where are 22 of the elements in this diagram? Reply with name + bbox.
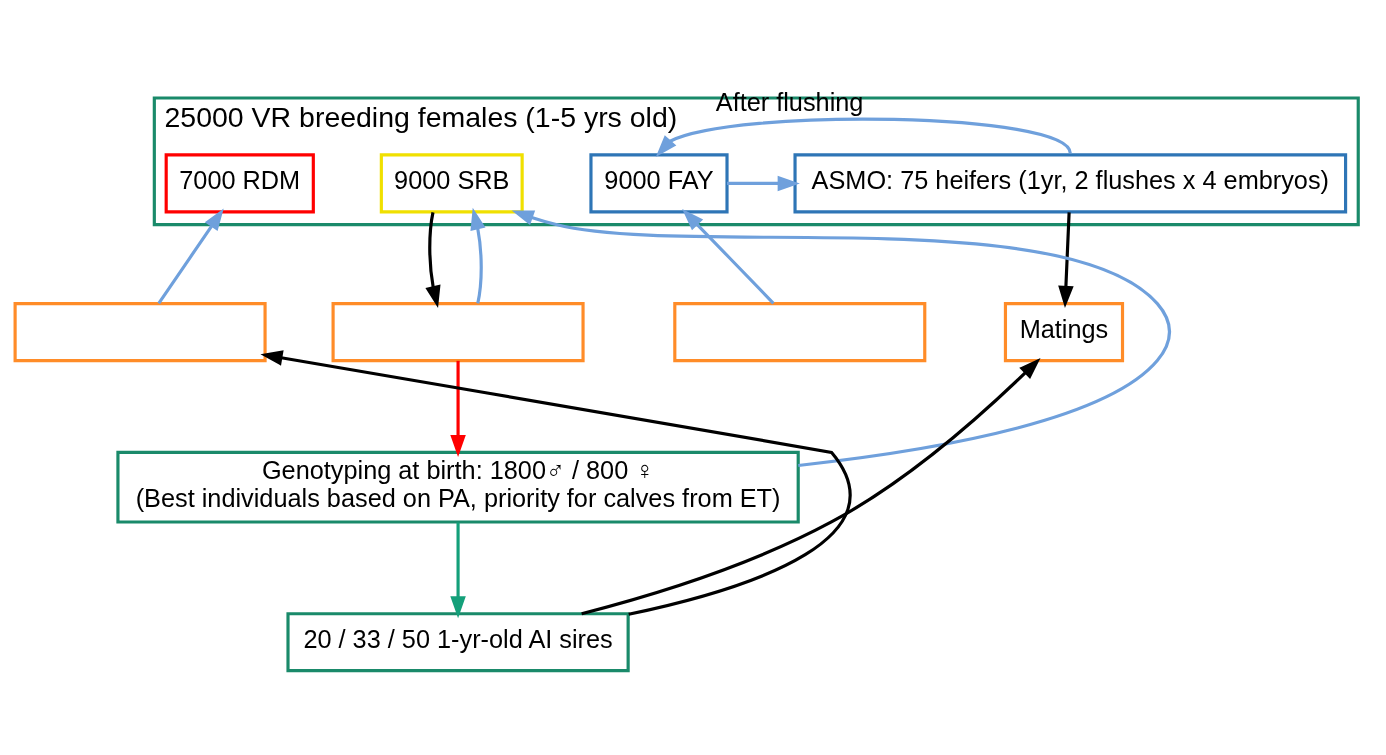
node-box: 9000 FAY bbox=[589, 152, 729, 213]
arrow bbox=[581, 357, 1041, 615]
arrow bbox=[425, 211, 441, 308]
node-box bbox=[331, 301, 585, 362]
arrow bbox=[727, 175, 800, 191]
node-box bbox=[13, 301, 267, 362]
node-box: ASMO: 75 heifers (1yr, 2 flushes x 4 embryos) bbox=[793, 152, 1348, 213]
node-box: 20 / 33 / 50 1-yr-old AI sires bbox=[286, 611, 630, 672]
node-box: 9000 SRB bbox=[379, 152, 524, 213]
arrow bbox=[450, 521, 466, 618]
arrow bbox=[655, 117, 1072, 157]
arrow bbox=[450, 360, 466, 457]
arrow bbox=[470, 207, 486, 304]
node-box: Genotyping at birth: 1800♂ / 800 ♀ (Best individuals based on PA, priority for calves from ET) bbox=[116, 450, 800, 524]
node-box bbox=[673, 301, 927, 362]
arrow bbox=[260, 349, 852, 616]
arrow bbox=[682, 208, 775, 304]
arrow bbox=[157, 207, 224, 304]
node-box: Matings bbox=[1003, 301, 1125, 362]
arrow bbox=[511, 209, 1172, 467]
node-box: 7000 RDM bbox=[164, 152, 315, 213]
arrow bbox=[1058, 211, 1074, 308]
